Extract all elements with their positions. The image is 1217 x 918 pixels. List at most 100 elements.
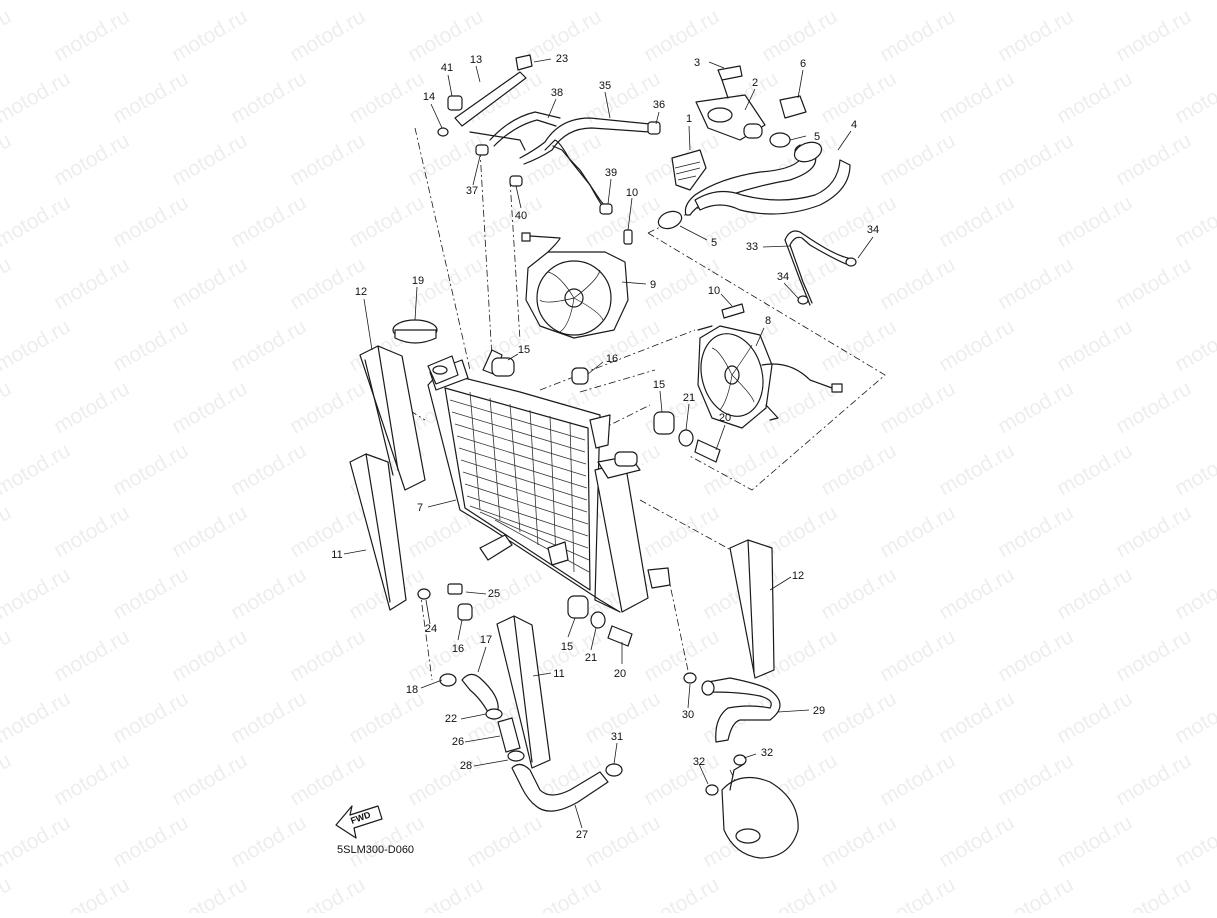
watermark-text: motod.ru [463, 191, 546, 252]
callout-31: 31 [611, 731, 623, 743]
water-pump [721, 763, 799, 859]
callout-1: 1 [686, 113, 692, 125]
watermark-text: motod.ru [1171, 687, 1217, 748]
watermark-text: motod.ru [0, 315, 74, 376]
watermark-text: motod.ru [640, 625, 723, 686]
callout-11-left: 11 [331, 549, 342, 561]
callout-35: 35 [599, 80, 611, 92]
watermark-text: motod.ru [935, 439, 1018, 500]
callout-12-left: 12 [355, 286, 367, 298]
watermark-text: motod.ru [404, 129, 487, 190]
watermark-text: motod.ru [581, 0, 664, 4]
watermark-text: motod.ru [227, 67, 310, 128]
watermark-text: motod.ru [227, 439, 310, 500]
callout-8: 8 [765, 315, 771, 327]
watermark-text: motod.ru [1171, 191, 1217, 252]
watermark-text: motod.ru [1053, 67, 1136, 128]
watermark-text: motod.ru [227, 687, 310, 748]
watermark-text: motod.ru [286, 873, 369, 913]
callout-20-lower: 20 [614, 668, 626, 680]
watermark-text: motod.ru [994, 253, 1077, 314]
callout-18: 18 [406, 684, 418, 696]
watermark-text: motod.ru [404, 749, 487, 810]
watermark-text: motod.ru [0, 873, 15, 913]
upper-hose [657, 95, 851, 230]
watermark-text: motod.ru [0, 129, 15, 190]
callout-37: 37 [466, 185, 478, 197]
watermark-text: motod.ru [994, 129, 1077, 190]
watermark-text: motod.ru [1112, 625, 1195, 686]
watermark-text: motod.ru [168, 5, 251, 66]
watermark-text: motod.ru [0, 191, 74, 252]
callout-4: 4 [851, 119, 857, 131]
watermark-text: motod.ru [463, 67, 546, 128]
watermark-text: motod.ru [50, 625, 133, 686]
watermark-text: motod.ru [758, 377, 841, 438]
watermark-text: motod.ru [345, 191, 428, 252]
watermark-text: motod.ru [935, 811, 1018, 872]
side-covers [349, 345, 775, 769]
callout-7: 7 [417, 502, 423, 514]
watermark-text: motod.ru [1112, 377, 1195, 438]
callout-29: 29 [813, 705, 825, 717]
watermark-text: motod.ru [994, 5, 1077, 66]
watermark-text: motod.ru [1171, 0, 1217, 4]
watermark-text: motod.ru [0, 0, 74, 4]
watermark-text: motod.ru [168, 625, 251, 686]
callout-21-right: 21 [683, 392, 695, 404]
watermark-text: motod.ru [0, 749, 15, 810]
watermark-text: motod.ru [286, 129, 369, 190]
callout-33: 33 [746, 241, 758, 253]
watermark-text: motod.ru [463, 563, 546, 624]
callout-41: 41 [441, 62, 453, 74]
watermark-text: motod.ru [1053, 0, 1136, 4]
callout-34-lower: 34 [777, 271, 789, 283]
watermark-text: motod.ru [0, 687, 74, 748]
callout-17: 17 [480, 634, 492, 646]
watermark-text: motod.ru [640, 5, 723, 66]
watermark-text: motod.ru [1053, 687, 1136, 748]
watermark-text: motod.ru [345, 0, 428, 4]
watermark-text: motod.ru [0, 625, 15, 686]
callout-11-lower: 11 [553, 668, 564, 680]
callout-15-right: 15 [653, 379, 665, 391]
watermark-text: motod.ru [1112, 129, 1195, 190]
watermark-text: motod.ru [876, 377, 959, 438]
callout-40: 40 [515, 210, 527, 222]
watermark-text: motod.ru [286, 625, 369, 686]
watermark-text: motod.ru [1112, 749, 1195, 810]
watermark-text: motod.ru [0, 501, 15, 562]
watermark-text: motod.ru [227, 191, 310, 252]
watermark-text: motod.ru [817, 811, 900, 872]
watermark-text: motod.ru [994, 377, 1077, 438]
watermark-text: motod.ru [935, 315, 1018, 376]
watermark-text: motod.ru [876, 749, 959, 810]
callout-12-right: 12 [792, 570, 804, 582]
watermark-text: motod.ru [0, 5, 15, 66]
watermark-text: motod.ru [522, 873, 605, 913]
watermark-text: motod.ru [1171, 315, 1217, 376]
watermark-text: motod.ru [817, 0, 900, 4]
callout-24: 24 [425, 623, 437, 635]
callout-25: 25 [488, 588, 500, 600]
watermark-text: motod.ru [1053, 315, 1136, 376]
watermark-text: motod.ru [935, 67, 1018, 128]
watermark-text: motod.ru [758, 253, 841, 314]
callout-3: 3 [694, 57, 700, 69]
overflow-pipes [489, 111, 661, 215]
callout-2: 2 [752, 77, 758, 89]
watermark-text: motod.ru [876, 129, 959, 190]
watermark-text: motod.ru [345, 67, 428, 128]
watermark-text: motod.ru [463, 0, 546, 4]
callout-38: 38 [551, 87, 563, 99]
watermark-text: motod.ru [0, 377, 15, 438]
watermark-text: motod.ru [758, 873, 841, 913]
watermark-text: motod.ru [581, 67, 664, 128]
watermark-text: motod.ru [227, 315, 310, 376]
callout-27: 27 [576, 829, 588, 841]
callout-13: 13 [470, 54, 482, 66]
callout-23: 23 [556, 53, 568, 65]
watermark-text: motod.ru [168, 873, 251, 913]
watermark-text: motod.ru [50, 873, 133, 913]
